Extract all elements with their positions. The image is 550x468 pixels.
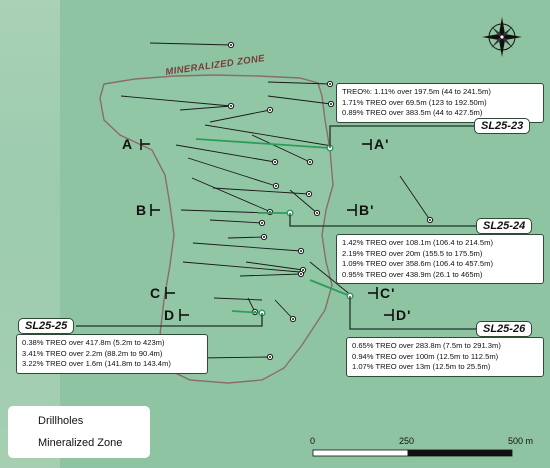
scale-bar bbox=[312, 449, 513, 457]
result-line: 0.89% TREO over 383.5m (44 to 427.5m) bbox=[342, 108, 483, 118]
result-line: 0.94% TREO over 100m (12.5m to 112.5m) bbox=[352, 351, 499, 361]
sl25-25-results: 0.38% TREO over 417.8m (5.2m to 423m) 3.… bbox=[16, 334, 208, 374]
sl25-23-tag: SL25-23 bbox=[474, 118, 531, 134]
scale-label-500: 500 m bbox=[508, 436, 534, 446]
section-c-label: C bbox=[150, 285, 162, 301]
result-line: 1.42% TREO over 108.1m (106.4 to 214.5m) bbox=[342, 238, 493, 247]
section-b-label: B bbox=[136, 202, 148, 218]
section-b-prime-label: B' bbox=[359, 202, 375, 218]
legend-drillholes-label: Drillholes bbox=[38, 415, 84, 427]
legend-zone-label: Mineralized Zone bbox=[38, 437, 123, 449]
section-a-prime-label: A' bbox=[374, 136, 390, 152]
map-left-margin bbox=[0, 0, 60, 468]
section-ticks bbox=[140, 139, 394, 321]
result-line: 0.95% TREO over 438.9m (26.1 to 465m) bbox=[342, 269, 483, 279]
result-line: 1.09% TREO over 358.6m (106.4 to 457.5m) bbox=[342, 259, 493, 269]
sl25-23-results: TREO%: 1.11% over 197.5m (44 to 241.5m) … bbox=[336, 83, 544, 123]
section-d-prime-label: D' bbox=[396, 307, 412, 323]
section-c-prime-label: C' bbox=[380, 285, 396, 301]
sl25-26-results: 0.65% TREO over 283.8m (7.5m to 291.3m) … bbox=[346, 337, 544, 377]
callout-connectors bbox=[76, 125, 476, 330]
result-line: 0.38% TREO over 417.8m (5.2m to 423m) bbox=[22, 338, 165, 347]
result-line: 2.19% TREO over 20m (155.5 to 175.5m) bbox=[342, 248, 483, 258]
featured-holes bbox=[195, 138, 351, 314]
compass-rose-icon bbox=[482, 17, 522, 57]
scale-label-250: 250 bbox=[399, 436, 415, 446]
section-a-label: A bbox=[122, 136, 134, 152]
result-line: 3.22% TREO over 1.6m (141.8m to 143.4m) bbox=[22, 359, 171, 369]
result-line: 1.07% TREO over 13m (12.5m to 25.5m) bbox=[352, 362, 491, 372]
section-d-label: D bbox=[164, 307, 176, 323]
result-line: 1.71% TREO over 69.5m (123 to 192.50m) bbox=[342, 97, 487, 107]
mineralized-zone-outline bbox=[99, 74, 334, 384]
result-line: TREO%: 1.11% over 197.5m (44 to 241.5m) bbox=[342, 87, 491, 96]
result-line: 3.41% TREO over 2.2m (88.2m to 90.4m) bbox=[22, 348, 163, 358]
sl25-26-tag: SL25-26 bbox=[476, 321, 533, 337]
result-line: 0.65% TREO over 283.8m (7.5m to 291.3m) bbox=[352, 341, 501, 350]
sl25-24-results: 1.42% TREO over 108.1m (106.4 to 214.5m)… bbox=[336, 234, 544, 285]
sl25-24-tag: SL25-24 bbox=[476, 218, 533, 234]
drillhole-traces bbox=[120, 42, 431, 359]
scale-label-0: 0 bbox=[310, 436, 316, 446]
map-legend: Drillholes Mineralized Zone bbox=[8, 406, 150, 458]
sl25-25-tag: SL25-25 bbox=[18, 318, 75, 334]
